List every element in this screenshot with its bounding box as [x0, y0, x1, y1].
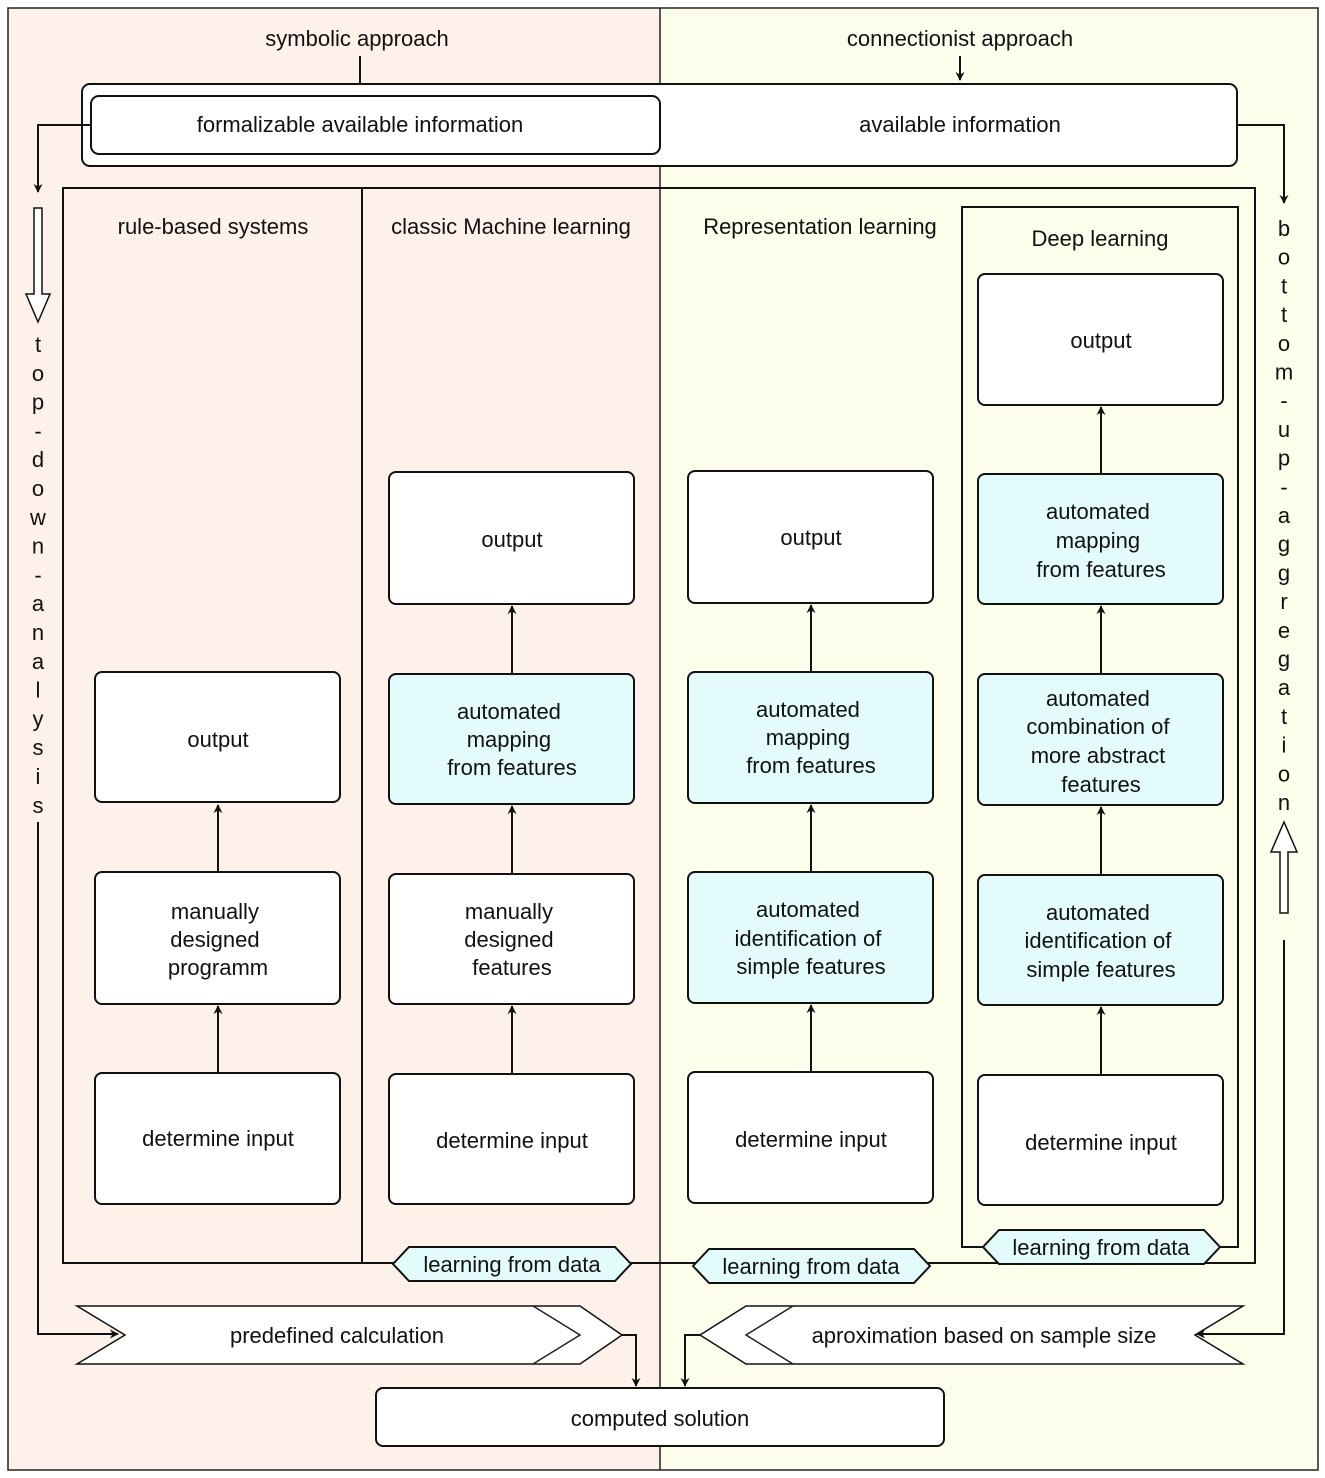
computed-solution-label: computed solution [571, 1406, 750, 1431]
top-down-connector [33, 124, 91, 193]
rule-based-output-label: output [187, 727, 248, 752]
classic-ml-input-label: determine input [436, 1128, 588, 1153]
approximation-to-solution-arrow [680, 1334, 700, 1387]
representation-learning-label: learning from data [722, 1254, 900, 1279]
classic-ml-learning-label: learning from data [423, 1252, 601, 1277]
deep-input-label: determine input [1025, 1130, 1177, 1155]
representation-title: Representation learning [703, 214, 937, 239]
classic-ml-features-label: manually designed features [464, 899, 559, 980]
representation-identification-label: automated identification of simple featu… [735, 897, 888, 979]
connectionist-approach-label: connectionist approach [847, 26, 1073, 51]
rule-based-program-label: manually designed programm [168, 899, 268, 980]
rule-based-title: rule-based systems [118, 214, 309, 239]
bottom-up-to-approximation [1196, 940, 1285, 1339]
predefined-to-solution-arrow [622, 1334, 641, 1387]
representation-learning-tag [691, 1248, 932, 1284]
classic-ml-output-box [388, 471, 635, 605]
outer-frame [7, 7, 1319, 1471]
symbolic-approach-label: symbolic approach [265, 26, 448, 51]
deep-learning-tag-label: learning from data [1012, 1235, 1190, 1260]
chevron-inner-line [532, 1305, 582, 1365]
computed-solution-box [375, 1387, 945, 1447]
available-information-label: available information [859, 112, 1061, 137]
deep-identification-label: automated identification of simple featu… [1025, 900, 1178, 982]
rule-based-output-box [94, 671, 341, 803]
up-hollow-arrow [1269, 820, 1299, 914]
deep-output-box [977, 273, 1224, 406]
classic-ml-mapping-label: automated mapping from features [447, 699, 577, 780]
deep-learning-title: Deep learning [1032, 226, 1169, 251]
representation-input-label: determine input [735, 1127, 887, 1152]
deep-combination-label: automated combination of more abstract f… [1026, 686, 1175, 797]
deep-mapping-label: automated mapping from features [1036, 499, 1166, 582]
approximation-chevron [698, 1305, 1246, 1365]
top-down-to-predefined [37, 822, 119, 1339]
predefined-calculation-label: predefined calculation [230, 1323, 444, 1348]
deep-learning-tag [981, 1229, 1222, 1265]
representation-mapping-label: automated mapping from features [746, 697, 876, 778]
representation-output-label: output [780, 525, 841, 550]
deep-output-label: output [1070, 328, 1131, 353]
classic-ml-title: classic Machine learning [391, 214, 631, 239]
methods-container [62, 187, 1256, 1264]
rule-based-input-label: determine input [142, 1126, 294, 1151]
representation-output-box [687, 470, 934, 604]
classic-ml-output-label: output [481, 527, 542, 552]
approximation-label: aproximation based on sample size [812, 1323, 1157, 1348]
formalizable-information-label: formalizable available information [197, 112, 524, 137]
classic-ml-learning-tag [391, 1246, 633, 1282]
chevron-inner-line [744, 1305, 794, 1365]
predefined-calculation-chevron [74, 1305, 624, 1365]
down-hollow-arrow [24, 207, 52, 324]
bottom-up-connector [1237, 124, 1289, 204]
